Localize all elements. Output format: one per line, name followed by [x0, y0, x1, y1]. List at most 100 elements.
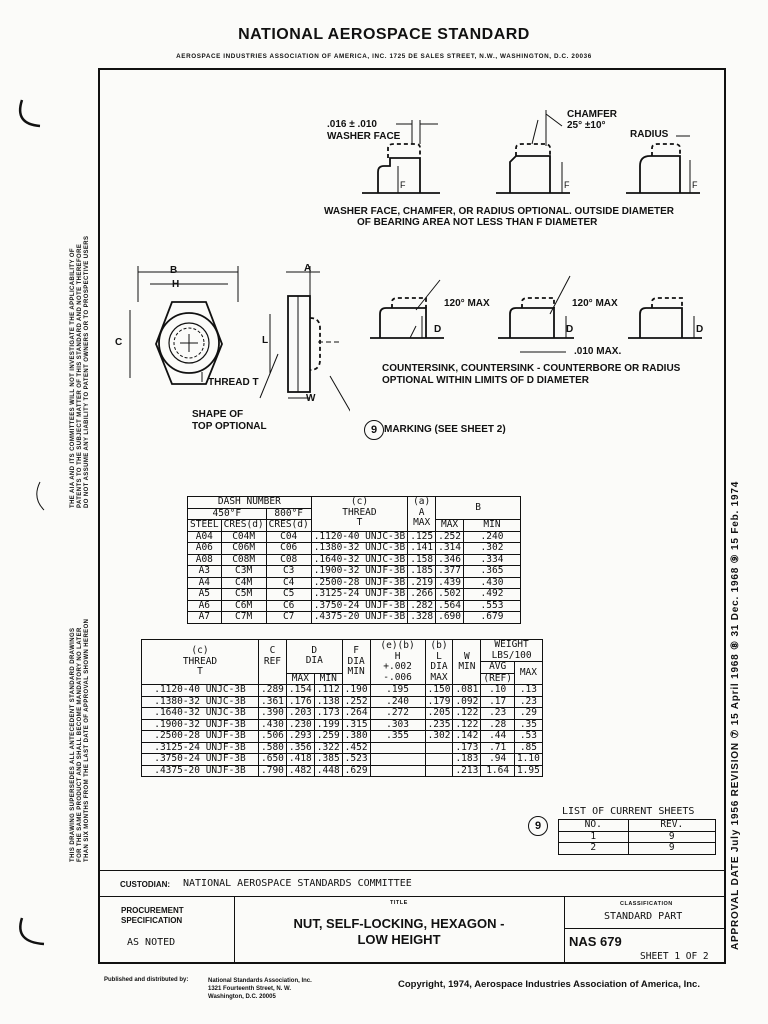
- dim-l: L: [262, 335, 269, 346]
- table1-cell-a: .141: [407, 542, 437, 555]
- table2-cell-c: .506: [258, 730, 287, 743]
- table2-cell-thread: .2500-28 UNJF-3B: [141, 730, 259, 743]
- table2-cell-thread: .1640-32 UNJC-3B: [141, 707, 259, 720]
- table2-cell-w: .122: [452, 718, 482, 731]
- table1-cell-thread: .1120-40 UNJC-3B: [310, 530, 409, 543]
- sheets-cell-no: 1: [558, 830, 629, 843]
- th2-h: (e)(b)H+.002-.006: [369, 639, 426, 685]
- table2-cell-wmax: .35: [513, 718, 543, 731]
- table1-cell-steel: A06: [187, 542, 222, 555]
- table1-cell-thread: .2500-28 UNJF-3B: [310, 576, 409, 589]
- copyright: Copyright, 1974, Aerospace Industries As…: [398, 979, 700, 990]
- table1-cell-bmin: .334: [463, 553, 521, 566]
- table1-cell-cres2: C06: [265, 542, 312, 555]
- countersink-angle-2: 120° MAX: [572, 298, 618, 309]
- patent-notice: THE AIA AND ITS COMMITTEES WILL NOT INVE…: [70, 235, 90, 508]
- table2-cell-h: [369, 741, 426, 754]
- table2-cell-h: [369, 753, 426, 766]
- table1-cell-thread: .1640-32 UNJC-3B: [310, 553, 409, 566]
- title-label: TITLE: [390, 900, 408, 906]
- title-block: [100, 870, 724, 964]
- table2-cell-dmin: .173: [313, 707, 343, 720]
- table2-cell-avg: .94: [480, 753, 515, 766]
- table2-cell-h: [369, 764, 426, 777]
- table1-cell-cres2: C4: [265, 576, 312, 589]
- table1-cell-a: .158: [407, 553, 437, 566]
- th2-wmax: MAX: [513, 661, 543, 685]
- table2-cell-w: .081: [452, 684, 482, 697]
- th-b: B: [435, 496, 521, 520]
- table2-cell-dmax: .176: [285, 695, 315, 708]
- th-cres: CRES(d): [220, 519, 267, 532]
- table2-cell-l: [424, 741, 454, 754]
- table2-cell-l: .235: [424, 718, 454, 731]
- table2-cell-f: .252: [341, 695, 371, 708]
- table2-cell-avg: 1.64: [480, 764, 515, 777]
- th2-avg: AVG: [480, 661, 515, 674]
- countersink-drawings: [370, 275, 702, 353]
- supersedes-notice: THIS DRAWING SUPERSEDES ALL ANTECEDENT S…: [70, 618, 90, 862]
- table1-cell-bmax: .502: [435, 588, 464, 601]
- table2-cell-f: .315: [341, 718, 371, 731]
- shape-note-2: TOP OPTIONAL: [192, 421, 267, 432]
- table2-cell-c: .289: [258, 684, 287, 697]
- table1-cell-cres2: C3: [265, 565, 312, 578]
- table2-cell-dmin: .112: [313, 684, 343, 697]
- table1-cell-cres2: C7: [265, 611, 312, 624]
- table2-cell-dmax: .203: [285, 707, 315, 720]
- table1-cell-a: .282: [407, 599, 437, 612]
- table2-cell-avg: .10: [480, 684, 515, 697]
- table2-cell-avg: .17: [480, 695, 515, 708]
- svg-text:F: F: [564, 180, 570, 190]
- table2-cell-dmin: .138: [313, 695, 343, 708]
- table1-cell-bmax: .564: [435, 599, 464, 612]
- table2-cell-w: .122: [452, 707, 482, 720]
- table2-cell-f: .190: [341, 684, 371, 697]
- table1-cell-cres: C3M: [220, 565, 267, 578]
- revision-circle-marking: 9: [364, 420, 384, 440]
- table1-cell-bmin: .679: [463, 611, 521, 624]
- table1-cell-cres2: C04: [265, 530, 312, 543]
- table1-cell-bmin: .430: [463, 576, 521, 589]
- table1-cell-steel: A6: [187, 599, 222, 612]
- table2-row: .1900-32 UNJF-3B.430.230.199.315.303.235…: [141, 718, 543, 731]
- table2-cell-wmax: .85: [513, 741, 543, 754]
- table2-cell-l: .150: [424, 684, 454, 697]
- table1-cell-steel: A08: [187, 553, 222, 566]
- th-sheet-rev: REV.: [627, 819, 717, 832]
- table2-row: .1120-40 UNJC-3B.289.154.112.190.195.150…: [141, 684, 543, 697]
- countersink-note-1: COUNTERSINK, COUNTERSINK - COUNTERBORE O…: [382, 363, 681, 374]
- table2-cell-thread: .3750-24 UNJF-3B: [141, 753, 259, 766]
- title-block-divider: [100, 896, 724, 897]
- table2-cell-f: .629: [341, 764, 371, 777]
- table2-cell-f: .380: [341, 730, 371, 743]
- radius-label: RADIUS: [630, 129, 669, 140]
- sheets-title: LIST OF CURRENT SHEETS: [562, 806, 695, 817]
- table2-cell-dmin: .259: [313, 730, 343, 743]
- table2-cell-dmin: .448: [313, 764, 343, 777]
- table1-cell-bmin: .492: [463, 588, 521, 601]
- countersink-dim: .010 MAX.: [574, 346, 622, 357]
- publisher-address: National Standards Association, Inc.1321…: [208, 978, 312, 1000]
- classification-value: STANDARD PART: [604, 911, 683, 922]
- table1-cell-steel: A3: [187, 565, 222, 578]
- table2-cell-wmax: 1.10: [513, 753, 543, 766]
- table2-cell-wmax: .29: [513, 707, 543, 720]
- table1-cell-a: .219: [407, 576, 437, 589]
- bearing-note-2: OF BEARING AREA NOT LESS THAN F DIAMETER: [357, 217, 598, 228]
- table2-cell-wmax: 1.95: [513, 764, 543, 777]
- table2-cell-f: .523: [341, 753, 371, 766]
- table1-cell-a: .328: [407, 611, 437, 624]
- approval-dates: APPROVAL DATE July 1956 REVISION ⑦ 15 Ap…: [730, 480, 741, 950]
- binder-hole-mark-top: [18, 99, 41, 128]
- table2-cell-c: .790: [258, 764, 287, 777]
